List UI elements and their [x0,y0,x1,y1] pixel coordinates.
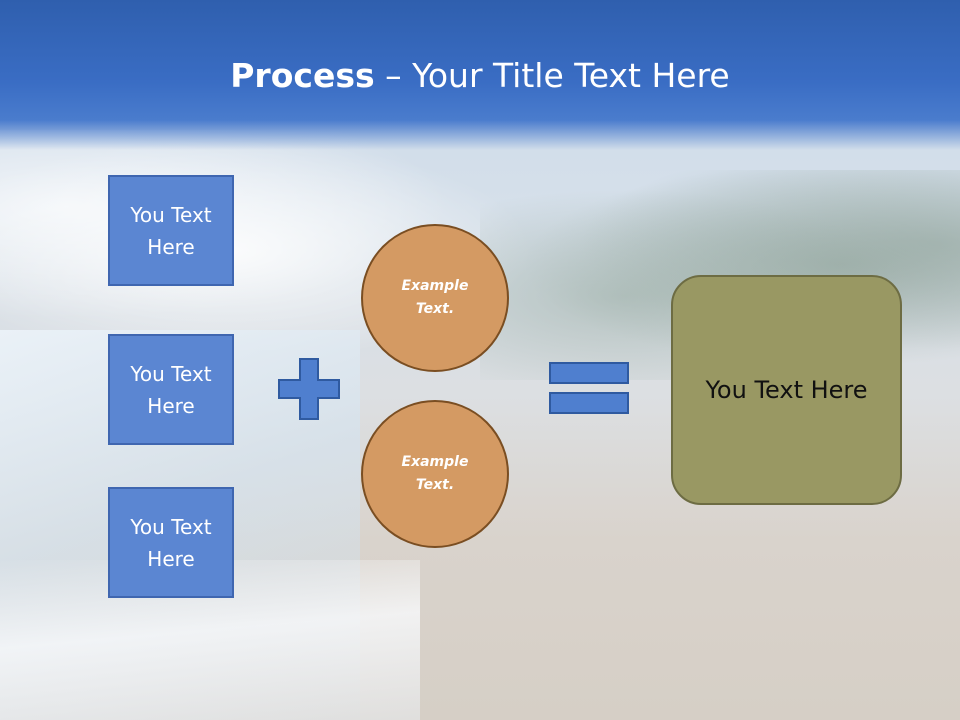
result-box[interactable]: You Text Here [671,275,902,505]
title-strong: Process [230,56,375,95]
example-circle-1[interactable]: Example Text. [361,224,509,372]
text-box-1[interactable]: You Text Here [108,175,234,286]
example-circle-2-label: Example Text. [401,454,469,493]
text-box-3-label: You Text Here [130,514,212,571]
equals-icon [549,362,629,414]
example-circle-1-label: Example Text. [401,278,469,317]
text-box-1-label: You Text Here [130,202,212,259]
title-band [0,0,960,150]
slide-title[interactable]: Process – Your Title Text Here [0,54,960,98]
title-rest: – Your Title Text Here [374,56,730,95]
text-box-2[interactable]: You Text Here [108,334,234,445]
plus-icon [278,358,340,420]
result-box-label: You Text Here [705,376,868,404]
example-circle-2[interactable]: Example Text. [361,400,509,548]
text-box-2-label: You Text Here [130,361,212,418]
text-box-3[interactable]: You Text Here [108,487,234,598]
